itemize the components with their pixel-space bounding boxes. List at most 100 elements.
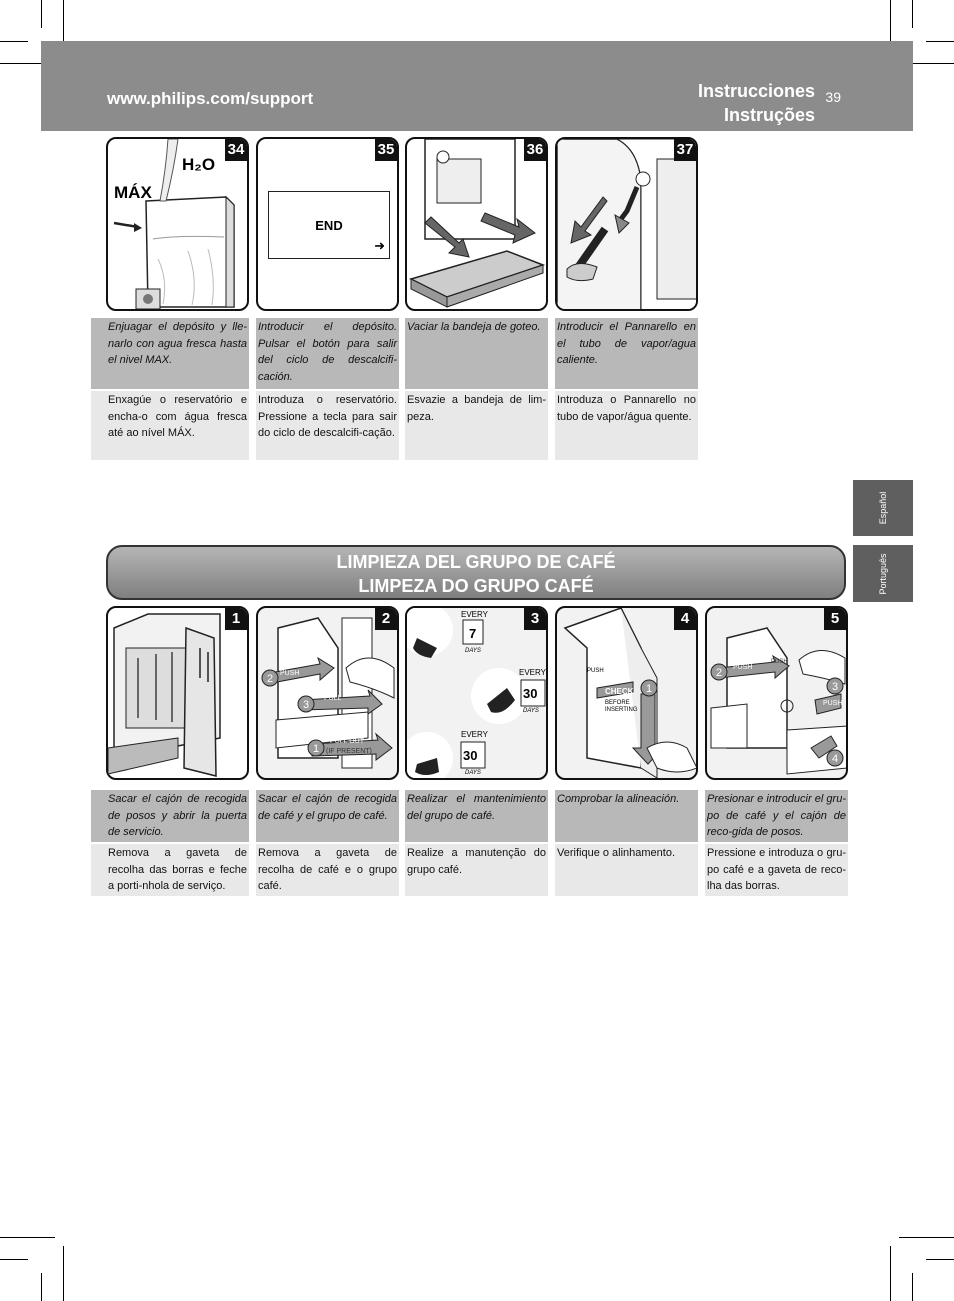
crop-mark [0, 41, 28, 42]
text-es-5: Presionar e introducir el gru-po de café… [705, 790, 848, 842]
push-label: PUSH [771, 659, 788, 665]
tab-portugues[interactable]: Português [853, 545, 913, 602]
every-label: EVERY [519, 668, 546, 677]
tab-espanol[interactable]: Español [853, 480, 913, 536]
crop-mark [926, 41, 954, 42]
page-number: 39 [825, 89, 841, 105]
text-es-35: Introducir el depósito. Pulsar el botón … [256, 318, 399, 389]
water-tank-illustration [113, 139, 235, 309]
step-number: 2 [375, 608, 397, 630]
crop-mark [63, 0, 64, 55]
crop-mark [41, 1273, 42, 1301]
step-4-illustration: 1 PUSH CHECK BEFORE INSERTING 4 [555, 606, 698, 780]
text-pt-37: Introduza o Pannarello no tubo de vapor/… [555, 391, 698, 460]
crop-mark [899, 63, 954, 64]
step-37-illustration: 37 [555, 137, 698, 311]
step-3-illustration: EVERY 7 DAYS EVERY 30 DAYS EVERY 30 DAYS… [405, 606, 548, 780]
pull-label: PULL [324, 695, 342, 702]
crop-mark [890, 1246, 891, 1301]
step-number: 4 [674, 608, 696, 630]
svg-text:3: 3 [832, 681, 838, 693]
check-label: CHECK [605, 687, 634, 696]
header-title: Instrucciones Instruções [698, 79, 815, 127]
title-es: Instrucciones [697, 81, 815, 101]
remove-brew-group-illustration: 2 3 1 [261, 617, 395, 769]
crop-mark [890, 0, 891, 55]
tab-espanol-label: Español [878, 491, 888, 525]
text-pt-34: Enxagúe o reservatório e encha-o com águ… [91, 391, 249, 460]
inserting-label: INSERTING [605, 707, 638, 713]
step-2-illustration: 2 3 1 PUSH PULL PULL OUT (IF PRESENT) 2 [256, 606, 399, 780]
text-es-1: Sacar el cajón de recogida de posos y ab… [91, 790, 249, 842]
crop-mark [899, 1237, 954, 1238]
svg-text:1: 1 [313, 743, 319, 755]
step-number: 37 [674, 139, 696, 161]
text-pt-5: Pressione e introduza o gru-po café e a … [705, 844, 848, 896]
tab-portugues-label: Português [878, 552, 888, 595]
push-label: PUSH [280, 670, 300, 677]
section-title-es: LIMPIEZA DEL GRUPO DE CAFÉ [336, 552, 616, 572]
text-pt-35: Introduza o reservatório. Pressione a te… [256, 391, 399, 460]
text-pt-4: Verifique o alinhamento. [555, 844, 698, 896]
step-number: 36 [524, 139, 546, 161]
text-pt-36: Esvazie a bandeja de lim-peza. [405, 391, 548, 460]
if-present-label: (IF PRESENT) [326, 748, 372, 755]
crop-mark [0, 63, 55, 64]
crop-mark [41, 0, 42, 28]
text-es-34: Enjuagar el depósito y lle-narlo con agu… [91, 318, 249, 389]
page-header: www.philips.com/support Instrucciones In… [41, 41, 913, 131]
days-30-number: 30 [463, 748, 478, 763]
svg-text:3: 3 [303, 699, 309, 711]
days-label: DAYS [523, 708, 539, 714]
svg-text:1: 1 [646, 683, 652, 695]
insert-brew-group-illustration: 2 3 4 [710, 627, 846, 775]
text-es-36: Vaciar la bandeja de goteo. [405, 318, 548, 389]
crop-mark [912, 1273, 913, 1301]
push-label: PUSH [587, 668, 604, 674]
step-number: 5 [824, 608, 846, 630]
text-pt-2: Remova a gaveta de recolha de café e o g… [256, 844, 399, 896]
maintenance-schedule-illustration [407, 608, 546, 778]
display-end-text: END [315, 218, 343, 233]
text-pt-1: Remova a gaveta de recolha das borras e … [91, 844, 249, 896]
machine-display: END ➜ [268, 191, 390, 259]
text-es-3: Realizar el mantenimiento del grupo de c… [405, 790, 548, 842]
text-pt-3: Realize a manutenção do grupo café. [405, 844, 548, 896]
support-url[interactable]: www.philips.com/support [107, 89, 314, 108]
svg-text:4: 4 [832, 753, 838, 765]
pannarello-illustration [557, 139, 696, 309]
check-alignment-illustration: 1 [563, 608, 696, 778]
crop-mark [926, 1259, 954, 1260]
section-title-banner: LIMPIEZA DEL GRUPO DE CAFÉ LIMPEZA DO GR… [106, 545, 846, 600]
text-es-2: Sacar el cajón de recogida de café y el … [256, 790, 399, 842]
push-label: PUSH [823, 700, 843, 707]
days-label: DAYS [465, 648, 481, 654]
text-es-37: Introducir el Pannarello en el tubo de v… [555, 318, 698, 389]
push-label: PUSH [733, 664, 753, 671]
max-label: MÁX [114, 183, 152, 202]
drip-tray-illustration [408, 139, 546, 308]
arrow-right-icon: ➜ [374, 238, 385, 253]
before-label: BEFORE [605, 700, 630, 706]
step-number: 1 [225, 608, 247, 630]
step-36-illustration: 36 [405, 137, 548, 311]
step-number: 35 [375, 139, 397, 161]
step-34-illustration: MÁX H₂O 34 [106, 137, 249, 311]
days-label: DAYS [465, 770, 481, 776]
machine-service-door-illustration [108, 613, 221, 777]
step-1-illustration: 1 [106, 606, 249, 780]
crop-mark [0, 1237, 55, 1238]
pull-out-label: PULL OUT [330, 738, 364, 745]
crop-mark [63, 1246, 64, 1301]
step-35-illustration: END ➜ 35 [256, 137, 399, 311]
title-pt: Instruções [723, 105, 815, 125]
days-7-number: 7 [469, 626, 477, 641]
h2o-label: H₂O [182, 155, 216, 174]
every-label: EVERY [461, 610, 488, 619]
crop-mark [912, 0, 913, 28]
step-number: 34 [225, 139, 247, 161]
section-title-pt: LIMPEZA DO GRUPO CAFÉ [358, 576, 594, 596]
svg-text:2: 2 [267, 673, 273, 685]
text-es-4: Comprobar la alineación. [555, 790, 698, 842]
svg-text:2: 2 [716, 667, 722, 679]
